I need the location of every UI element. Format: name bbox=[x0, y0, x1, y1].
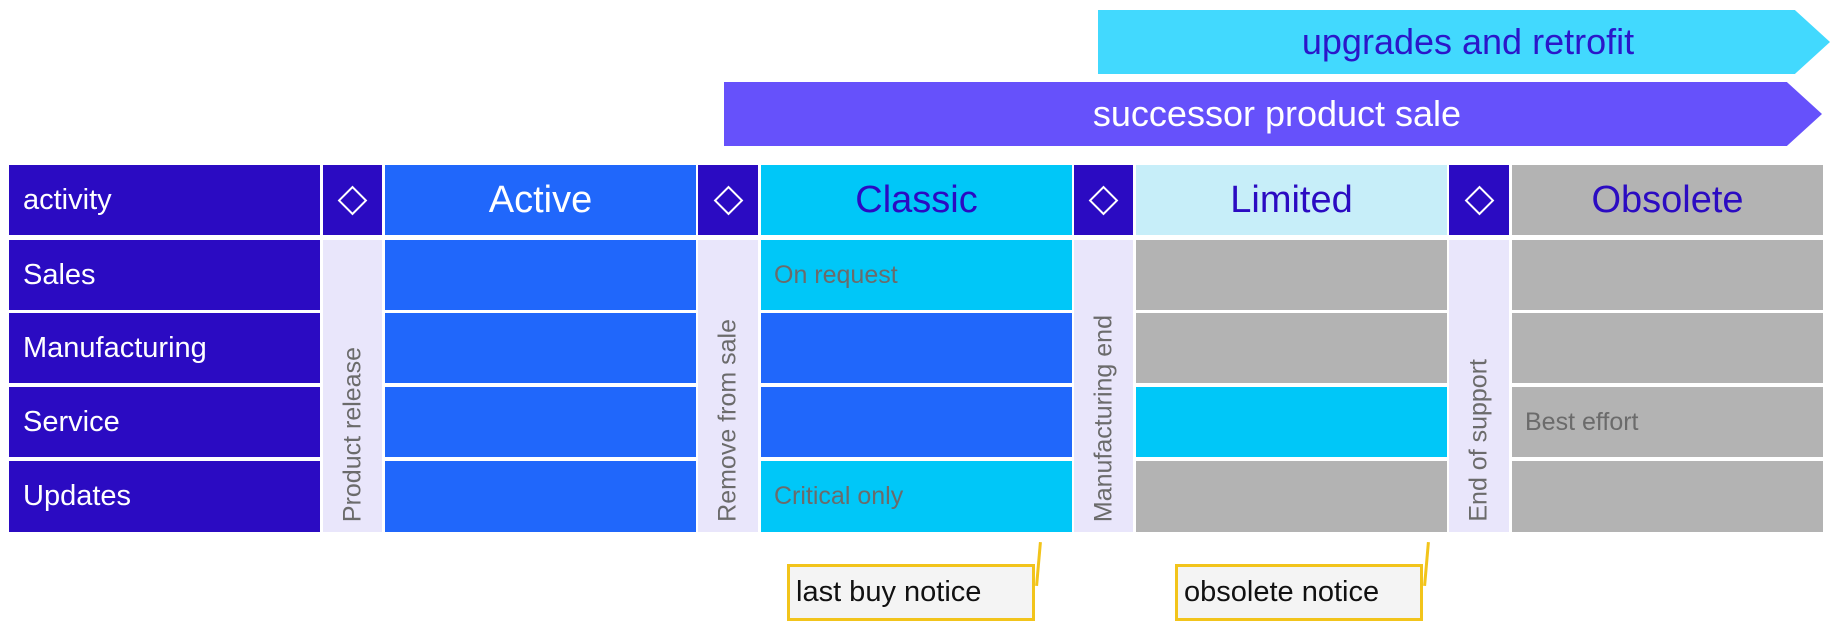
milestone-label: Remove from sale bbox=[713, 319, 742, 522]
milestone-product-release: Product release bbox=[323, 240, 382, 532]
obsolete-notice-tick bbox=[1423, 541, 1430, 587]
classic-updates-cell: Critical only bbox=[761, 461, 1072, 532]
row-label-updates: Updates bbox=[9, 461, 320, 532]
milestone-remove-from-sale: Remove from sale bbox=[698, 240, 758, 532]
milestone-marker-product-release bbox=[323, 165, 382, 235]
classic-sales-cell: On request bbox=[761, 240, 1072, 310]
limited-sales-cell bbox=[1136, 240, 1447, 310]
obsolete-manufacturing-cell bbox=[1512, 313, 1823, 383]
row-label-manufacturing: Manufacturing bbox=[9, 313, 320, 383]
phase-header-classic: Classic bbox=[761, 165, 1072, 235]
obsolete-notice: obsolete notice bbox=[1175, 564, 1423, 621]
classic-manufacturing-cell bbox=[761, 313, 1072, 383]
active-sales-cell bbox=[385, 240, 696, 310]
milestone-marker-manufacturing-end bbox=[1074, 165, 1133, 235]
successor-product-sale-arrow: successor product sale bbox=[724, 82, 1822, 146]
limited-manufacturing-cell bbox=[1136, 313, 1447, 383]
successor-arrow-label: successor product sale bbox=[1092, 93, 1462, 134]
phase-header-limited: Limited bbox=[1136, 165, 1447, 235]
phase-header-active: Active bbox=[385, 165, 696, 235]
milestone-label: End of support bbox=[1464, 359, 1493, 522]
active-updates-cell bbox=[385, 461, 696, 532]
upgrades-arrow-label: upgrades and retrofit bbox=[1301, 21, 1635, 62]
milestone-manufacturing-end: Manufacturing end bbox=[1074, 240, 1133, 532]
limited-updates-cell bbox=[1136, 461, 1447, 532]
row-label-sales: Sales bbox=[9, 240, 320, 310]
row-label-service: Service bbox=[9, 387, 320, 457]
activity-header: activity bbox=[9, 165, 320, 235]
last-buy-notice: last buy notice bbox=[787, 564, 1035, 621]
obsolete-sales-cell bbox=[1512, 240, 1823, 310]
milestone-marker-remove-from-sale bbox=[698, 165, 758, 235]
active-manufacturing-cell bbox=[385, 313, 696, 383]
limited-service-cell bbox=[1136, 387, 1447, 457]
last-buy-notice-tick bbox=[1035, 541, 1042, 587]
diamond-icon bbox=[713, 185, 743, 215]
classic-service-cell bbox=[761, 387, 1072, 457]
milestone-end-of-support: End of support bbox=[1449, 240, 1509, 532]
milestone-label: Manufacturing end bbox=[1089, 314, 1117, 522]
active-service-cell bbox=[385, 387, 696, 457]
obsolete-updates-cell bbox=[1512, 461, 1823, 532]
milestone-label: Product release bbox=[338, 346, 366, 522]
diamond-icon bbox=[1088, 185, 1119, 215]
milestone-marker-end-of-support bbox=[1449, 165, 1509, 235]
diamond-icon bbox=[1464, 185, 1494, 215]
diamond-icon bbox=[337, 185, 368, 215]
obsolete-service-cell: Best effort bbox=[1512, 387, 1823, 457]
upgrades-and-retrofit-arrow: upgrades and retrofit bbox=[1098, 10, 1830, 74]
phase-header-obsolete: Obsolete bbox=[1512, 165, 1823, 235]
